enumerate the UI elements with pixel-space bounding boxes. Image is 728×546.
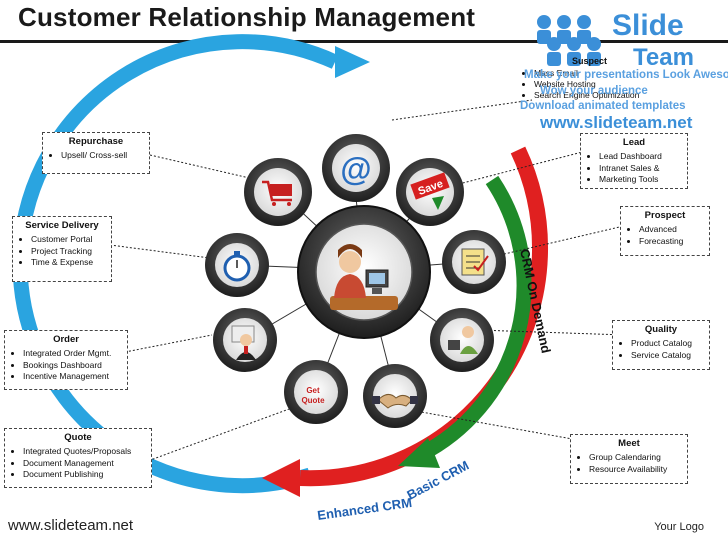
node-get-quote	[284, 360, 348, 424]
presenter-icon	[231, 325, 256, 360]
box-lead: Lead Lead Dashboard Intranet Sales & Mar…	[580, 133, 688, 189]
stopwatch-icon	[223, 251, 251, 282]
list-item: Intranet Sales &	[599, 163, 681, 175]
box-suspect: Suspect Mass Email Website Hosting Searc…	[522, 56, 657, 101]
list-item: Integrated Order Mgmt.	[23, 348, 121, 360]
list-item: Customer Portal	[31, 234, 105, 246]
user-at-computer-icon	[448, 326, 478, 354]
enhanced-crm-label: Enhanced CRM	[316, 495, 413, 523]
page-title: Customer Relationship Management	[18, 2, 476, 32]
node-user-computer	[430, 308, 494, 372]
list-item: Lead Dashboard	[599, 151, 681, 163]
box-quality: Quality Product Catalog Service Catalog	[612, 320, 710, 370]
box-title: Quality	[644, 324, 678, 335]
red-arrow-head	[262, 459, 300, 497]
node-stopwatch	[205, 233, 269, 297]
box-title: Meet	[618, 438, 640, 449]
list-item: Bookings Dashboard	[23, 360, 121, 372]
footer-url: www.slideteam.net	[8, 517, 134, 534]
box-title: Order	[53, 334, 79, 345]
list-item: Mass Email	[534, 68, 657, 79]
box-meet: Meet Group Calendaring Resource Availabi…	[570, 434, 688, 484]
node-save: Save	[396, 158, 464, 226]
list-item: Service Catalog	[631, 350, 703, 362]
connector-lines	[109, 99, 629, 463]
box-title: Suspect	[571, 56, 607, 66]
blue-arrow-head	[335, 46, 370, 78]
handshake-icon	[372, 394, 418, 409]
center-hub	[297, 205, 431, 339]
customer-service-agent-icon	[330, 244, 398, 310]
box-repurchase: Repurchase Upsell/ Cross-sell	[42, 132, 150, 174]
list-item: Upsell/ Cross-sell	[61, 150, 143, 162]
box-title: Service Delivery	[25, 220, 99, 231]
watermark-line-3: Download animated templates	[520, 100, 686, 112]
watermark-line-1: Make your presentations Look Awesome	[524, 69, 728, 81]
node-email: @	[322, 134, 390, 202]
slideteam-logo-icon	[537, 15, 601, 66]
checklist-icon	[461, 248, 489, 276]
list-item: Resource Availability	[589, 464, 681, 476]
list-item: Group Calendaring	[589, 452, 681, 464]
watermark-line-2: Wow your audience	[540, 85, 648, 97]
box-prospect: Prospect Advanced Forecasting	[620, 206, 710, 256]
box-quote: Quote Integrated Quotes/Proposals Docume…	[4, 428, 152, 488]
logo-text-team: Team	[633, 44, 694, 71]
email-at-icon: @	[340, 151, 371, 187]
list-item: Integrated Quotes/Proposals	[23, 446, 145, 458]
green-arrow-head	[398, 438, 440, 468]
list-item: Project Tracking	[31, 246, 105, 258]
node-presenter	[213, 308, 277, 372]
list-item: Document Publishing	[23, 469, 145, 481]
get-quote-icon: Get Quote	[301, 386, 325, 405]
list-item: Website Hosting	[534, 79, 657, 90]
list-item: Product Catalog	[631, 338, 703, 350]
node-cart	[244, 158, 312, 226]
list-item: Advanced	[639, 224, 703, 236]
box-title: Lead	[622, 137, 646, 148]
box-title: Repurchase	[68, 136, 124, 147]
node-handshake	[363, 364, 427, 428]
list-item: Forecasting	[639, 236, 703, 248]
green-arc	[416, 175, 532, 462]
box-order: Order Integrated Order Mgmt. Bookings Da…	[4, 330, 128, 390]
logo-text-slide: Slide	[612, 9, 684, 42]
list-item: Incentive Management	[23, 371, 121, 383]
list-item: Search Engine Optimization	[534, 90, 657, 101]
title-underline	[0, 40, 728, 43]
box-title: Prospect	[644, 210, 686, 221]
footer-logo: Your Logo	[654, 521, 704, 533]
list-item: Document Management	[23, 458, 145, 470]
box-service-delivery: Service Delivery Customer Portal Project…	[12, 216, 112, 282]
watermark-url: www.slideteam.net	[540, 113, 693, 132]
list-item: Time & Expense	[31, 257, 105, 269]
box-title: Quote	[64, 432, 92, 443]
node-checklist	[442, 230, 506, 294]
list-item: Marketing Tools	[599, 174, 681, 186]
shopping-cart-icon	[262, 180, 292, 206]
